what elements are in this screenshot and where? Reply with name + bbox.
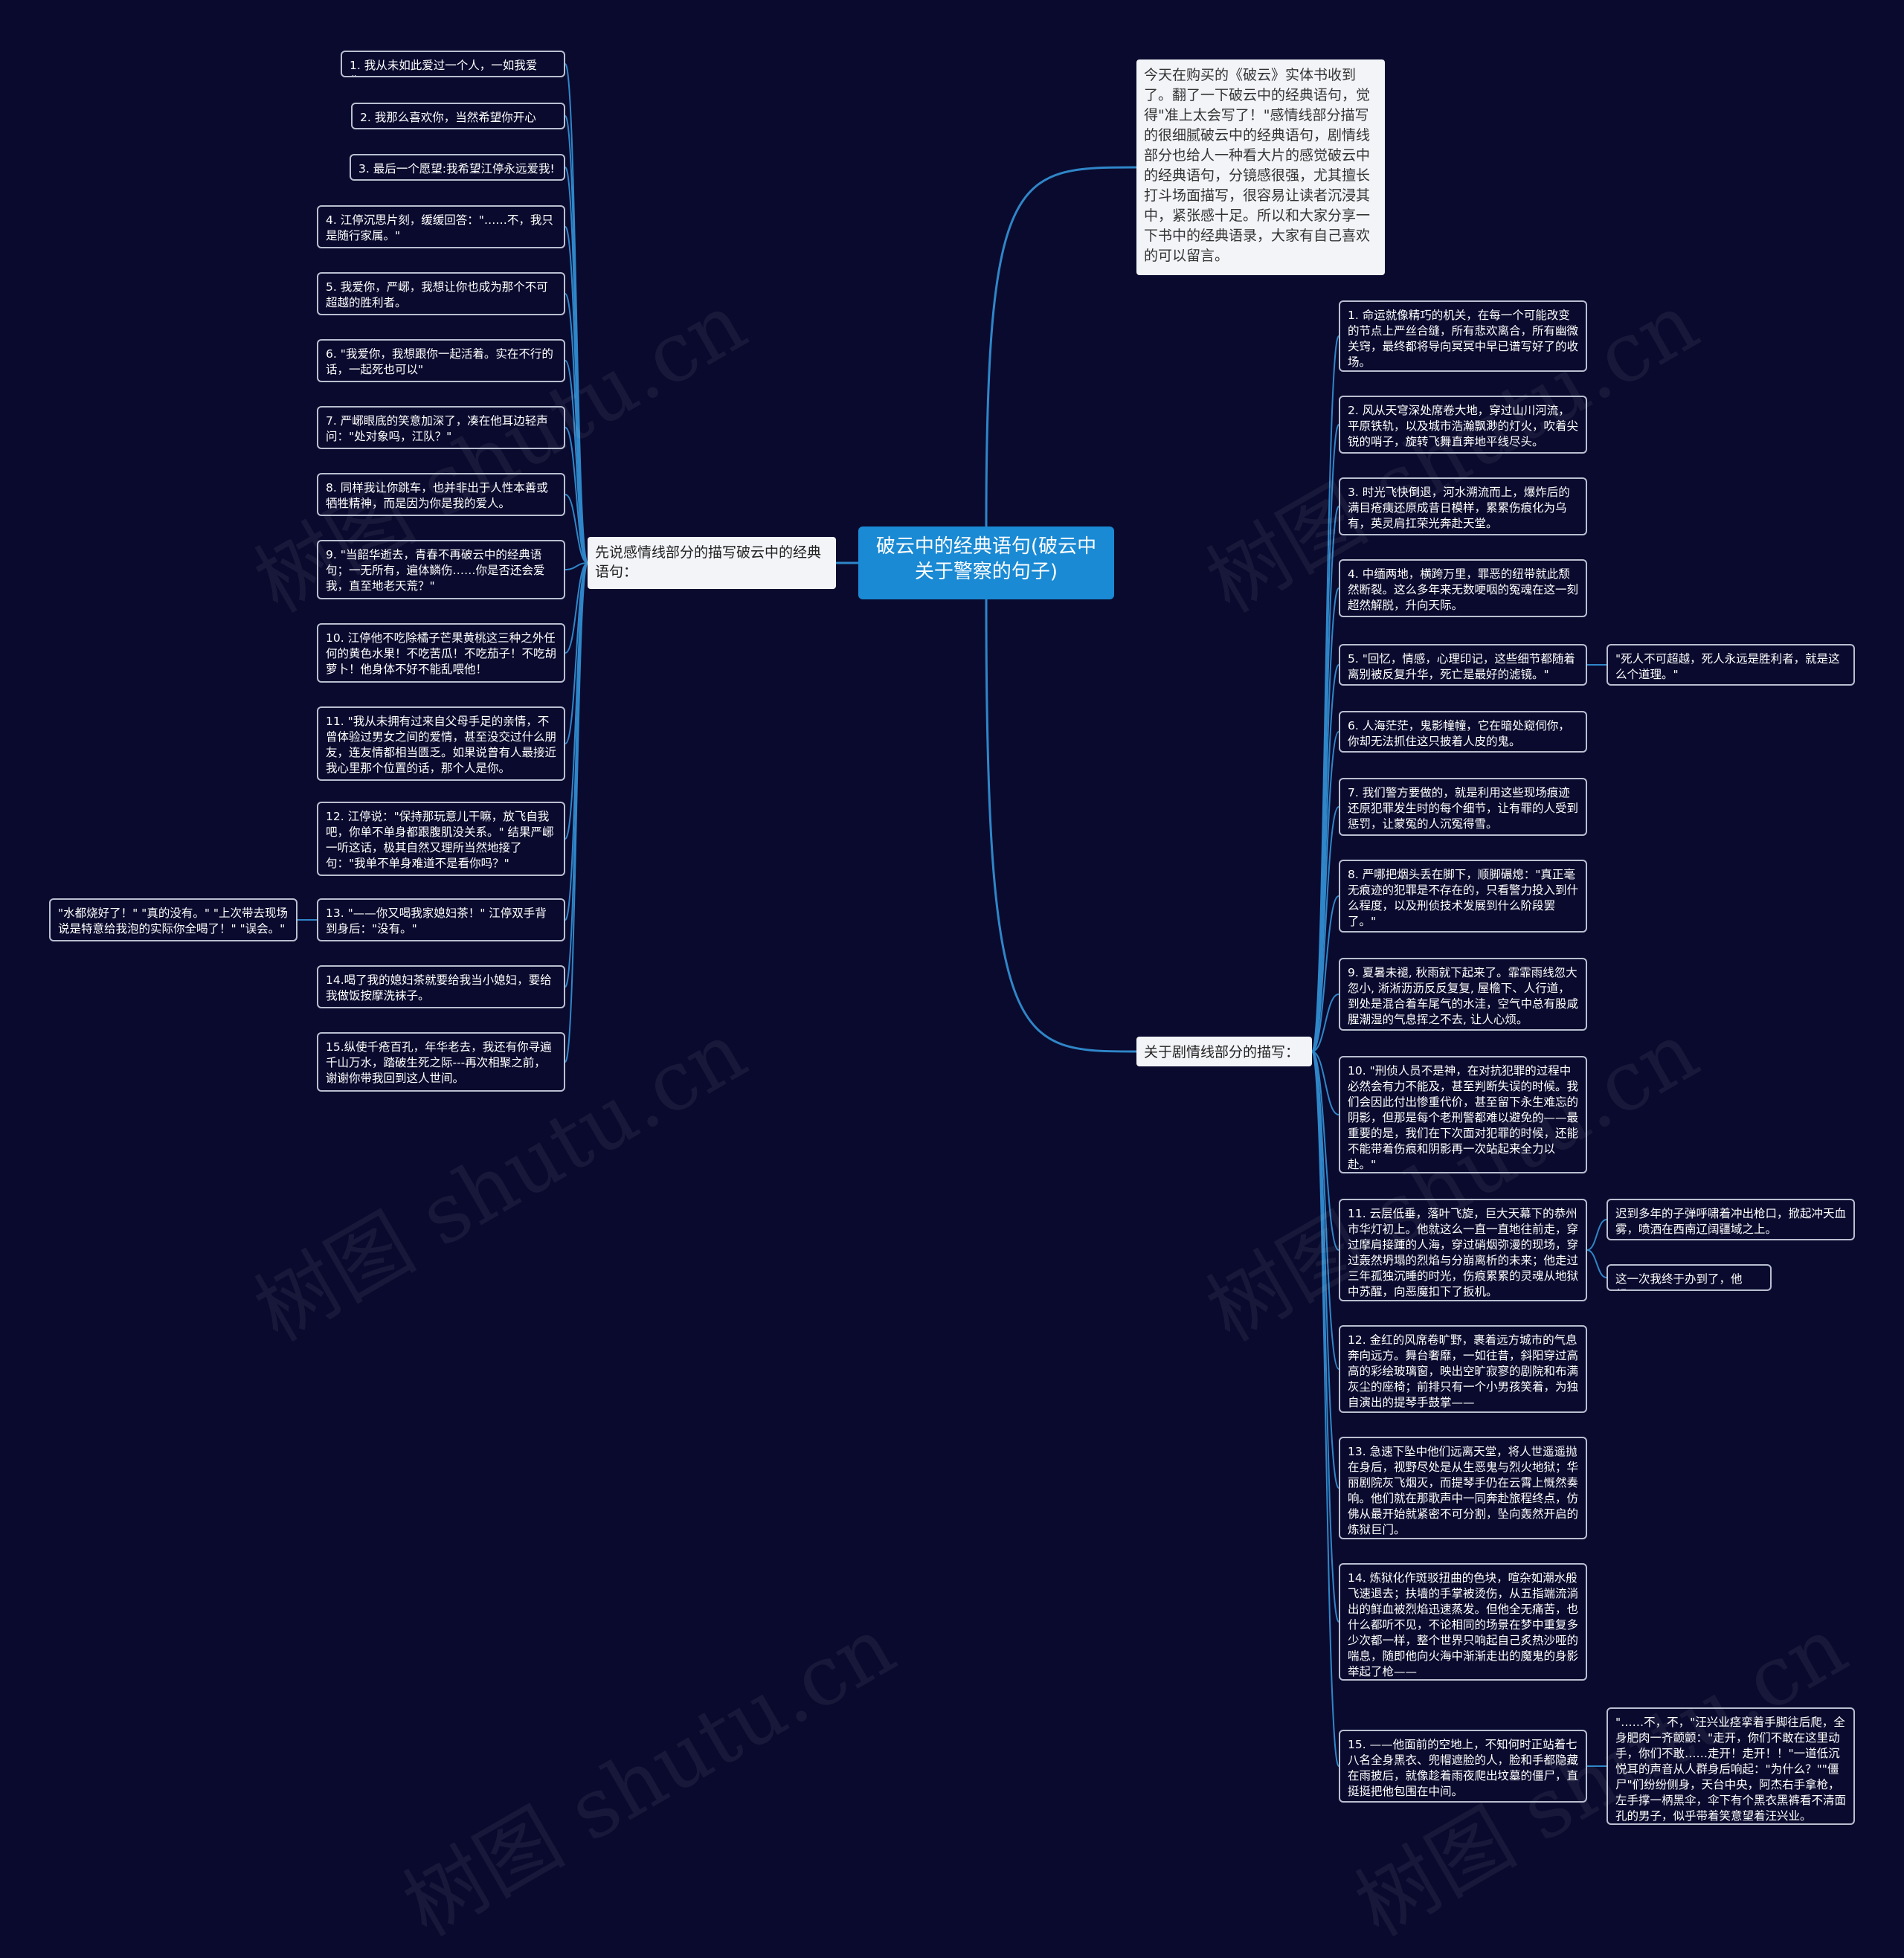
connector-line	[1311, 1051, 1339, 1623]
connector-line	[565, 562, 588, 744]
list-item[interactable]: 7. 我们警方要做的，就是利用这些现场痕迹还原犯罪发生时的每个细节，让有罪的人受…	[1339, 778, 1587, 836]
list-item[interactable]: 12. 金红的风席卷旷野，裹着远方城市的气息奔向远方。舞台奢靡，一如往昔，斜阳穿…	[1339, 1325, 1587, 1413]
list-item[interactable]: 1. 命运就像精巧的机关，在每一个可能改变的节点上严丝合缝，所有悲欢离合，所有幽…	[1339, 300, 1587, 372]
connector-line	[565, 494, 588, 564]
connector-line	[565, 226, 588, 564]
connector-line	[565, 562, 588, 1063]
list-item[interactable]: 4. 江停沉思片刻，缓缓回答："……不，我只是随行家属。"	[317, 205, 565, 248]
list-item[interactable]: 5. "回忆，情感，心理印记，这些细节都随着离别被反复升华，死亡是最好的滤镜。"	[1339, 644, 1587, 686]
connector-line	[565, 427, 588, 564]
connector-line	[1311, 1051, 1339, 1370]
connector-lines	[298, 63, 1607, 1767]
list-item[interactable]: 12. 江停说："保持那玩意儿干嘛，放飞自我吧，你单不单身都跟腹肌没关系。" 结…	[317, 802, 565, 876]
list-item[interactable]: 11. 云层低垂，落叶飞旋，巨大天幕下的恭州市华灯初上。他就这么一直一直地往前走…	[1339, 1199, 1587, 1301]
sub-list-item[interactable]: "水都烧好了！" "真的没有。" "上次带去现场说是特意给我泡的实际你全喝了！"…	[49, 898, 298, 941]
connector-line	[985, 166, 1137, 527]
connector-line	[1586, 1219, 1607, 1251]
list-item[interactable]: 13. 急速下坠中他们远离天堂，将人世遥遥抛在身后，视野尽处是从生恶鬼与烈火地狱…	[1339, 1437, 1587, 1539]
list-item[interactable]: 15. ——他面前的空地上，不知何时正站着七八名全身黑衣、兜帽遮脸的人，脸和手都…	[1339, 1730, 1587, 1803]
list-item[interactable]: 3. 时光飞快倒退，河水溯流而上，爆炸后的满目疮痍还原成昔日模样，累累伤痕化为乌…	[1339, 477, 1587, 535]
list-item[interactable]: 3. 最后一个愿望:我希望江停永远爱我!	[350, 154, 565, 181]
root-topic[interactable]: 破云中的经典语句(破云中关于警察的句子)	[858, 526, 1114, 599]
sub-list-item[interactable]: 迟到多年的子弹呼啸着冲出枪口，掀起冲天血雾，喷洒在西南辽阔疆域之上。	[1606, 1199, 1855, 1240]
list-item[interactable]: 4. 中缅两地，横跨万里，罪恶的纽带就此颓然断裂。这么多年来无数哽咽的冤魂在这一…	[1339, 559, 1587, 617]
list-item[interactable]: 2. 我那么喜欢你，当然希望你开心了。	[351, 103, 565, 129]
connector-line	[1311, 1051, 1339, 1115]
connector-line	[1311, 1051, 1339, 1251]
list-item[interactable]: 14.喝了我的媳妇茶就要给我当小媳妇，要给我做饭按摩洗袜子。	[317, 965, 565, 1008]
list-item[interactable]: 13. "——你又喝我家媳妇茶！" 江停双手背到身后："没有。"	[317, 898, 565, 941]
connector-line	[1311, 1051, 1339, 1767]
sub-list-item[interactable]: "死人不可超越，死人永远是胜利者，就是这么个道理。"	[1606, 644, 1855, 686]
list-item[interactable]: 8. 同样我让你跳车，也并非出于人性本善或牺牲精神，而是因为你是我的爱人。	[317, 473, 565, 516]
connector-line	[1311, 806, 1339, 1052]
list-item[interactable]: 9. "当韶华逝去，青春不再破云中的经典语句；一无所有，遍体鳞伤……你是否还会爱…	[317, 540, 565, 599]
list-item[interactable]: 6. 人海茫茫，鬼影幢幢，它在暗处窥伺你，你却无法抓住这只披着人皮的鬼。	[1339, 711, 1587, 753]
connector-line	[1311, 895, 1339, 1052]
connector-line	[565, 562, 588, 570]
connector-line	[1311, 994, 1339, 1052]
connector-line	[565, 562, 588, 654]
sub-list-item[interactable]: "……不，不，"汪兴业痉挛着手脚往后爬，全身肥肉一齐颤颤："走开，你们不敢在这里…	[1606, 1707, 1855, 1825]
list-item[interactable]: 15.纵使千疮百孔，年华老去，我还有你寻遍千山万水，踏破生死之际---再次相聚之…	[317, 1032, 565, 1092]
connector-line	[565, 562, 588, 988]
list-item[interactable]: 5. 我爱你，严峫，我想让你也成为那个不可超越的胜利者。	[317, 272, 565, 315]
list-item[interactable]: 10. "刑侦人员不是神，在对抗犯罪的过程中必然会有力不能及，甚至判断失误的时候…	[1339, 1056, 1587, 1173]
sub-list-item[interactable]: 这一次我终于办到了，他想。	[1606, 1264, 1772, 1291]
list-item[interactable]: 7. 严峫眼底的笑意加深了，凑在他耳边轻声问："处对象吗，江队？"	[317, 406, 565, 449]
list-item[interactable]: 14. 炼狱化作斑驳扭曲的色块，喧杂如潮水般飞速退去；扶墙的手掌被烫伤，从五指端…	[1339, 1563, 1587, 1681]
connector-line	[1586, 1249, 1607, 1278]
list-item[interactable]: 6. "我爱你，我想跟你一起活着。实在不行的话，一起死也可以"	[317, 339, 565, 382]
list-item[interactable]: 9. 夏暑未褪, 秋雨就下起来了。霏霏雨线忽大忽小, 淅淅沥沥反反复复, 屋檐下…	[1339, 958, 1587, 1031]
list-item[interactable]: 11. "我从未拥有过来自父母手足的亲情，不曾体验过男女之间的爱情，甚至没交过什…	[317, 706, 565, 781]
connector-line	[565, 562, 588, 921]
branch-emotion-line[interactable]: 先说感情线部分的描写破云中的经典语句：	[588, 537, 836, 589]
connector-line	[985, 599, 1137, 1053]
branch-plot-line[interactable]: 关于剧情线部分的描写：	[1136, 1037, 1312, 1066]
intro-note[interactable]: 今天在购买的《破云》实体书收到了。翻了一下破云中的经典语句，觉得"准上太会写了！…	[1136, 59, 1385, 275]
connector-line	[1311, 424, 1339, 1052]
list-item[interactable]: 8. 严哪把烟头丢在脚下，顺脚碾熄："真正毫无痕迹的犯罪是不存在的，只看警力投入…	[1339, 860, 1587, 933]
list-item[interactable]: 2. 风从天穹深处席卷大地，穿过山川河流，平原铁轨，以及城市浩瀚飘渺的灯火，吹着…	[1339, 396, 1587, 454]
connector-line	[565, 360, 588, 564]
list-item[interactable]: 1. 我从未如此爱过一个人，一如我爱你。	[341, 51, 565, 77]
list-item[interactable]: 10. 江停他不吃除橘子芒果黄桃这三种之外任何的黄色水果！不吃苦瓜！不吃茄子！不…	[317, 623, 565, 683]
